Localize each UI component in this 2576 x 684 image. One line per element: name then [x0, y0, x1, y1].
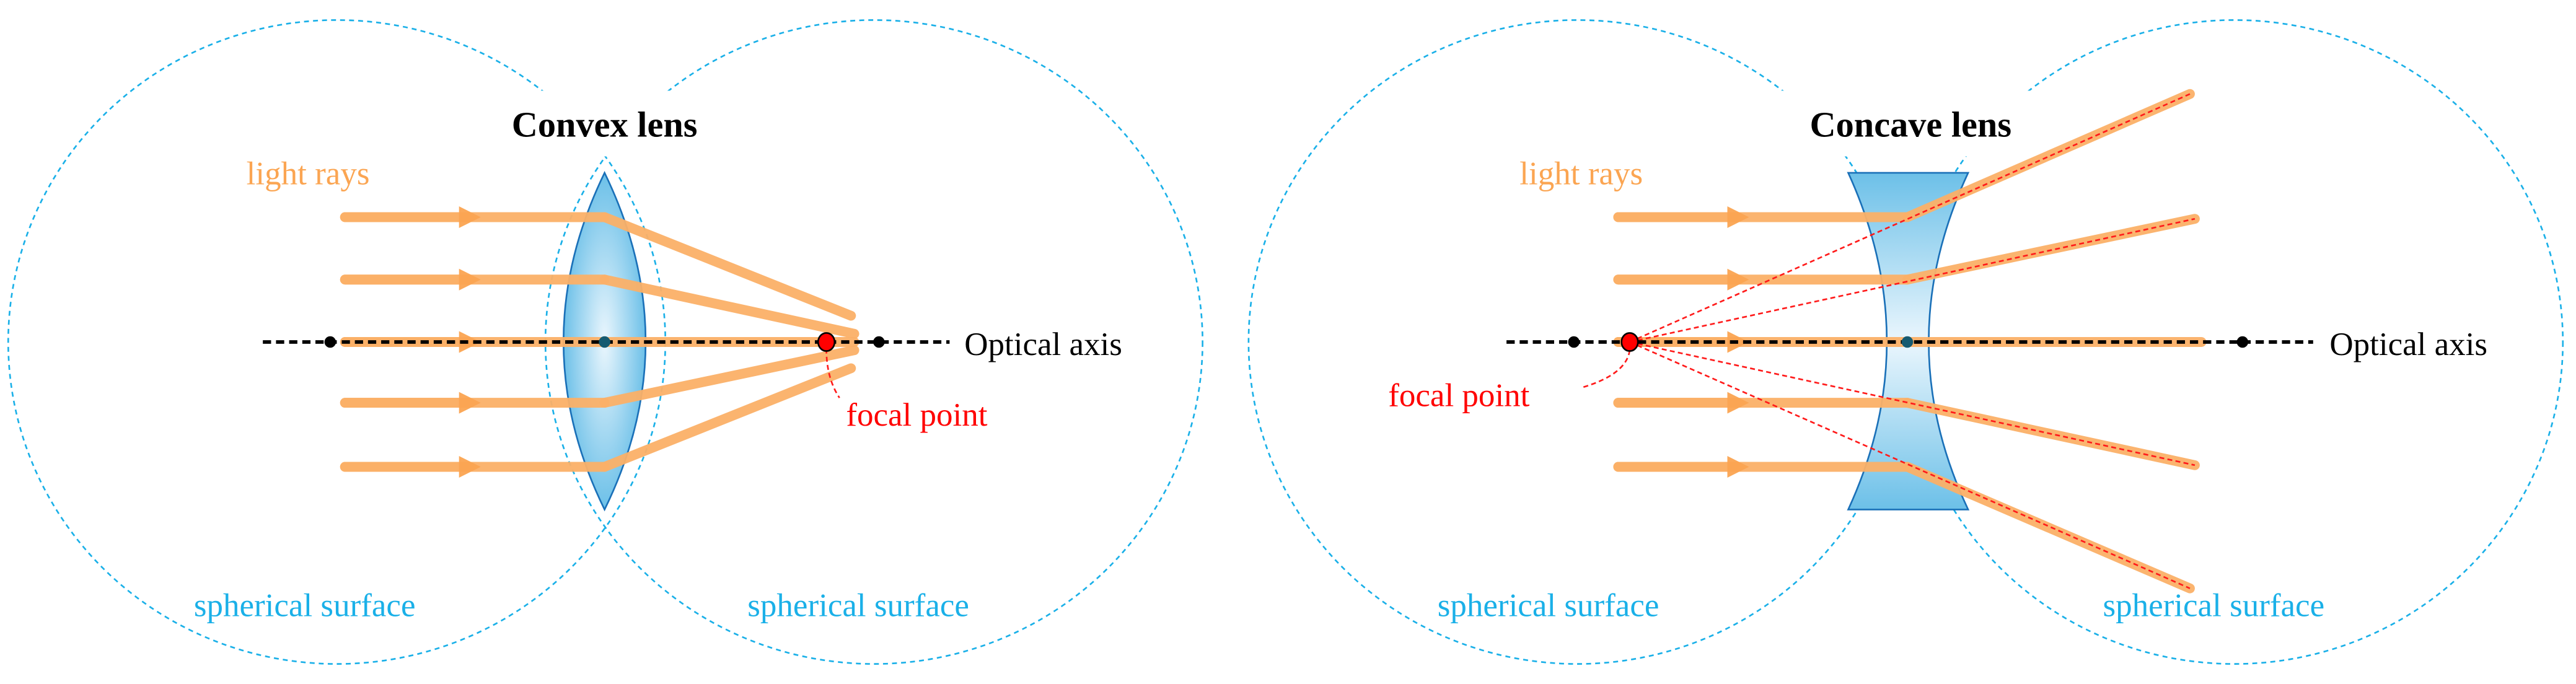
lens-center [599, 336, 610, 348]
focal-point [1620, 332, 1639, 352]
spherical-surface-label-left: spherical surface [194, 588, 416, 624]
convex-lens-diagram: Convex lens light rays Optical axis foca… [7, 19, 1203, 665]
concave-lens-diagram: Concave lens light rays Optical axis foc… [1247, 19, 2564, 665]
spherical-surface-label-right: spherical surface [747, 588, 969, 624]
optical-axis-label: Optical axis [964, 327, 1122, 362]
axis-point [324, 336, 336, 348]
focal-point [817, 332, 836, 352]
concave-title: Concave lens [1810, 105, 2012, 145]
lens-center [1901, 336, 1914, 348]
light-rays-label: light rays [247, 156, 370, 191]
axis-point [873, 336, 885, 348]
light-rays-label: light rays [1519, 156, 1643, 191]
focal-point-label: focal point [1388, 377, 1529, 413]
spherical-surface-label-left: spherical surface [1438, 588, 1659, 624]
convex-title: Convex lens [512, 105, 698, 145]
spherical-surface-label-right: spherical surface [2103, 588, 2324, 624]
virtual-ray-extensions [1629, 93, 2196, 589]
axis-point [2236, 336, 2249, 348]
focal-point-label: focal point [846, 397, 987, 433]
optical-axis-label: Optical axis [2329, 327, 2487, 362]
axis-point [1568, 336, 1580, 348]
